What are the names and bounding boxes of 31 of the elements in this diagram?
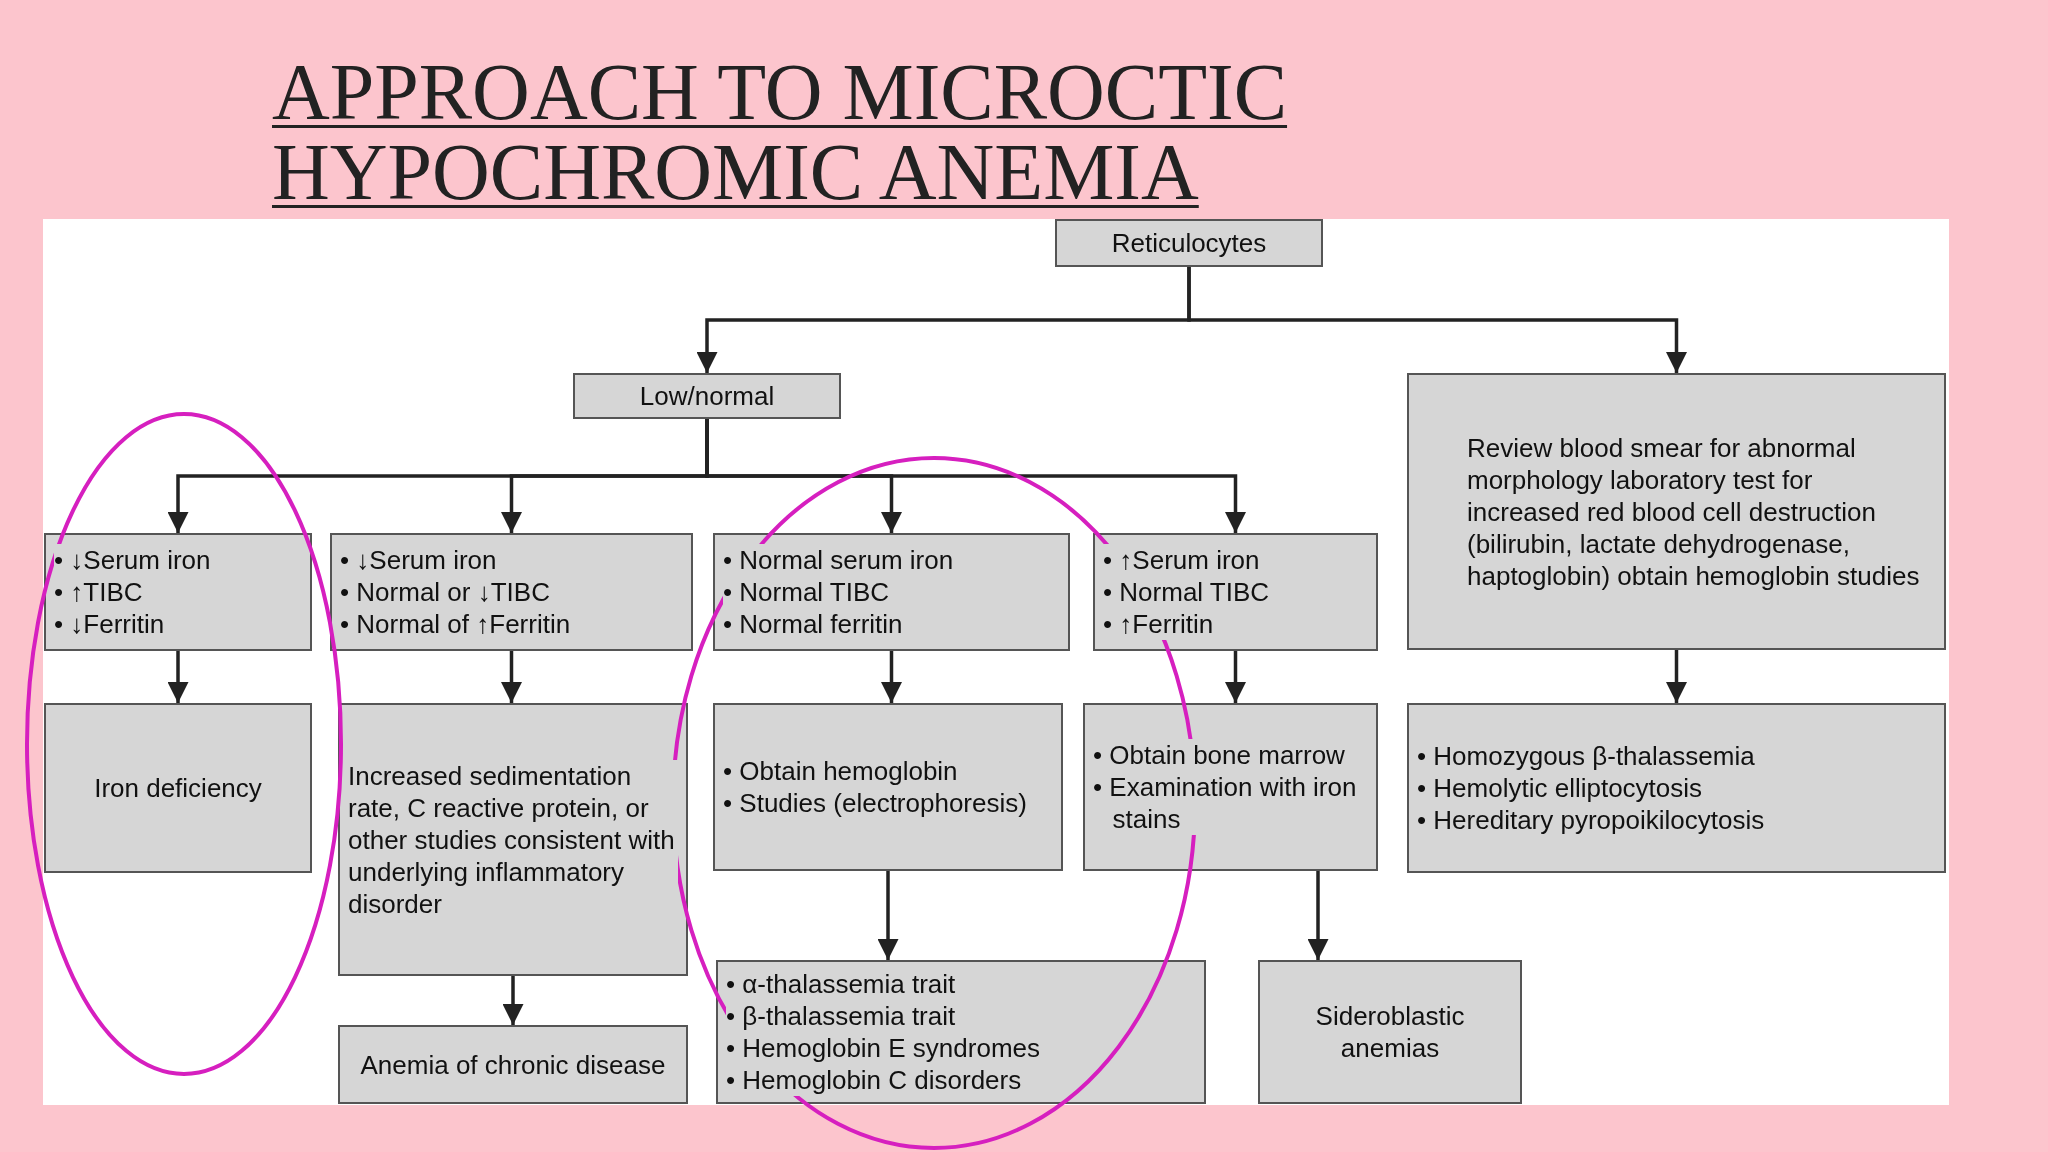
bullet-item: • Normal TIBC: [1103, 576, 1270, 608]
arrow: [1225, 651, 1246, 703]
process-box: [713, 703, 1063, 871]
process-box: [1407, 373, 1946, 650]
process-box: [573, 373, 841, 419]
process-box: [713, 533, 1070, 651]
process-box: [338, 703, 688, 976]
process-box: [338, 1025, 688, 1104]
bullet-item: • ↑Serum iron: [1103, 544, 1260, 576]
process-box: [1258, 960, 1522, 1104]
process-box: [44, 703, 312, 873]
title: APPROACH TO MICROCTIC HYPOCHROMIC ANEMIA: [272, 52, 1289, 212]
bullet-item: • Normal serum iron: [723, 544, 954, 576]
process-box: [1083, 703, 1378, 871]
process-box: [1055, 219, 1323, 267]
process-box: [716, 960, 1206, 1104]
arrow: [167, 651, 189, 703]
bullet-item: • Hemoglobin C disorders: [726, 1064, 1022, 1096]
arrow: [1307, 871, 1329, 960]
bullet-item: • Hemoglobin E syndromes: [726, 1032, 1041, 1064]
process-box: [44, 533, 312, 651]
arrow: [1187, 267, 1687, 373]
process-box: [1093, 533, 1378, 651]
arrow: [502, 976, 524, 1025]
bullet-item: • Obtain bone marrow: [1093, 739, 1345, 771]
arrow: [877, 871, 899, 960]
arrow: [881, 651, 902, 703]
process-box: [330, 533, 693, 651]
arrow: [1666, 650, 1687, 703]
process-box: [1407, 703, 1946, 873]
arrow: [501, 651, 522, 703]
